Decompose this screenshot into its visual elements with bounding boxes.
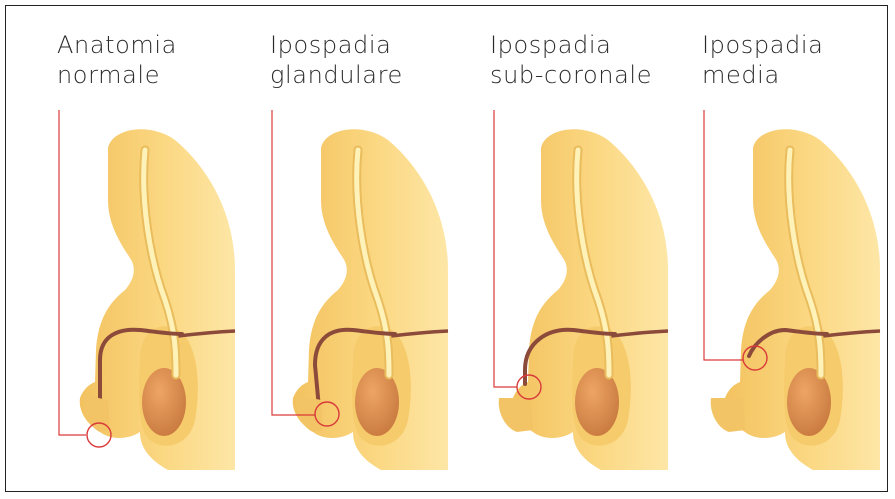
panel-middle-hypospadias	[704, 110, 880, 470]
panel-glandular-hypospadias	[272, 110, 448, 470]
panel-normal-anatomy	[59, 110, 235, 470]
panel-subcoronal-hypospadias	[494, 110, 668, 470]
